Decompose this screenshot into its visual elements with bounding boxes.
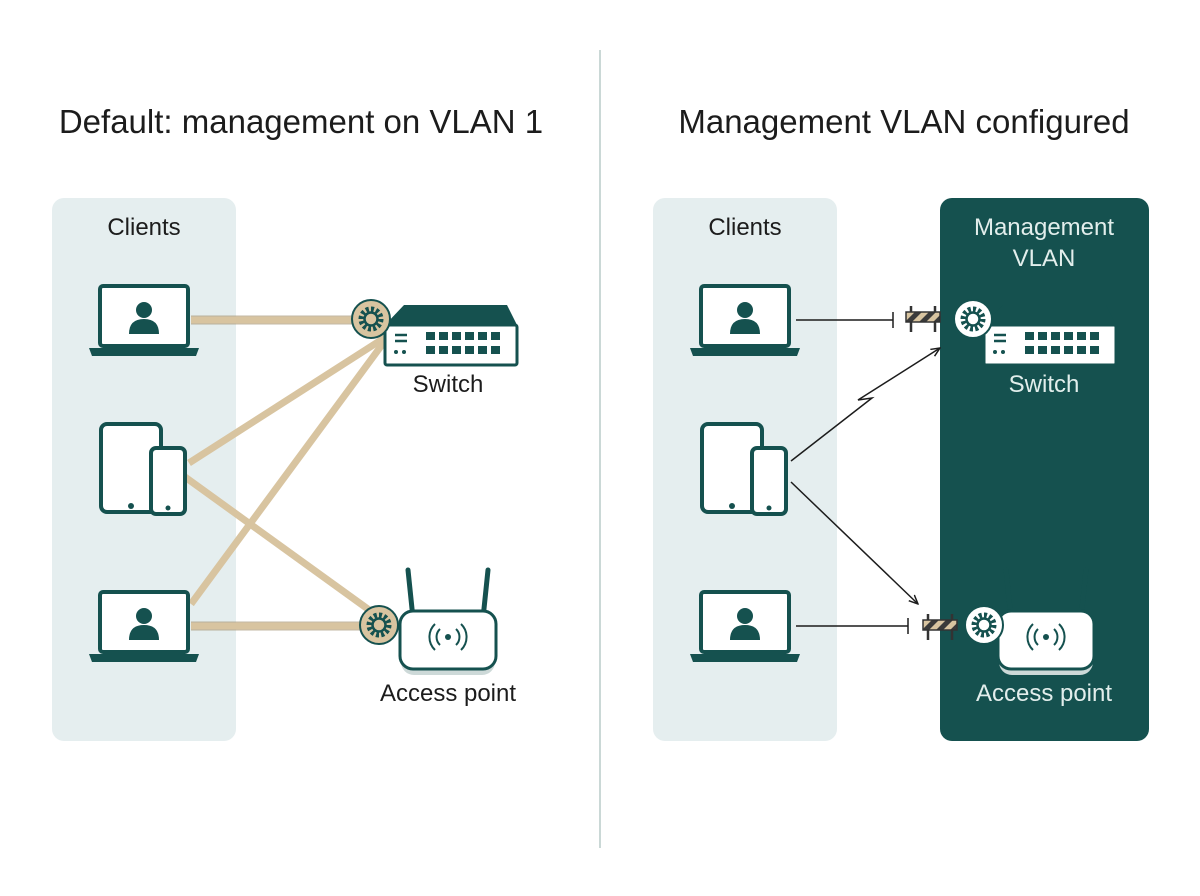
right-switch-gear-icon [954, 300, 992, 338]
management-vlan-label-line2: VLAN [1012, 245, 1076, 272]
right-clients-label: Clients [708, 214, 782, 241]
left-laptop-icon-1 [87, 284, 201, 358]
right-laptop-icon-1 [688, 284, 802, 358]
right-panel-title: Management VLAN configured [678, 103, 1130, 140]
link-laptop2-to-switch [188, 335, 390, 607]
right-ap-label: Access point [975, 680, 1113, 707]
left-laptop-icon-2 [87, 590, 201, 664]
right-switch-icon [982, 303, 1118, 367]
left-switch-gear-icon [352, 300, 390, 338]
left-switch-label: Switch [412, 371, 484, 398]
left-tan-link-outlines [191, 315, 360, 631]
arrow-tablet-to-switch [790, 348, 940, 462]
management-vlan-label-line1: Management [973, 214, 1115, 241]
left-panel-title: Default: management on VLAN 1 [58, 103, 544, 140]
left-tan-links [182, 316, 394, 630]
arrow-tablet-to-ap [790, 481, 918, 604]
management-vlan-label: Management VLAN [974, 212, 1114, 274]
right-laptop-icon-2 [688, 590, 802, 664]
right-ap-gear-icon [965, 606, 1003, 644]
left-access-point-icon [400, 570, 496, 675]
left-switch-icon [383, 303, 519, 367]
left-ap-gear-icon [360, 606, 398, 644]
link-tablet-to-ap [182, 474, 375, 615]
left-ap-label: Access point [379, 680, 517, 707]
right-switch-label: Switch [1008, 371, 1080, 398]
left-clients-label: Clients [107, 214, 181, 241]
barrier-icon-1 [904, 304, 942, 334]
link-tablet-to-switch [187, 330, 394, 466]
right-connection-lines [790, 312, 940, 634]
